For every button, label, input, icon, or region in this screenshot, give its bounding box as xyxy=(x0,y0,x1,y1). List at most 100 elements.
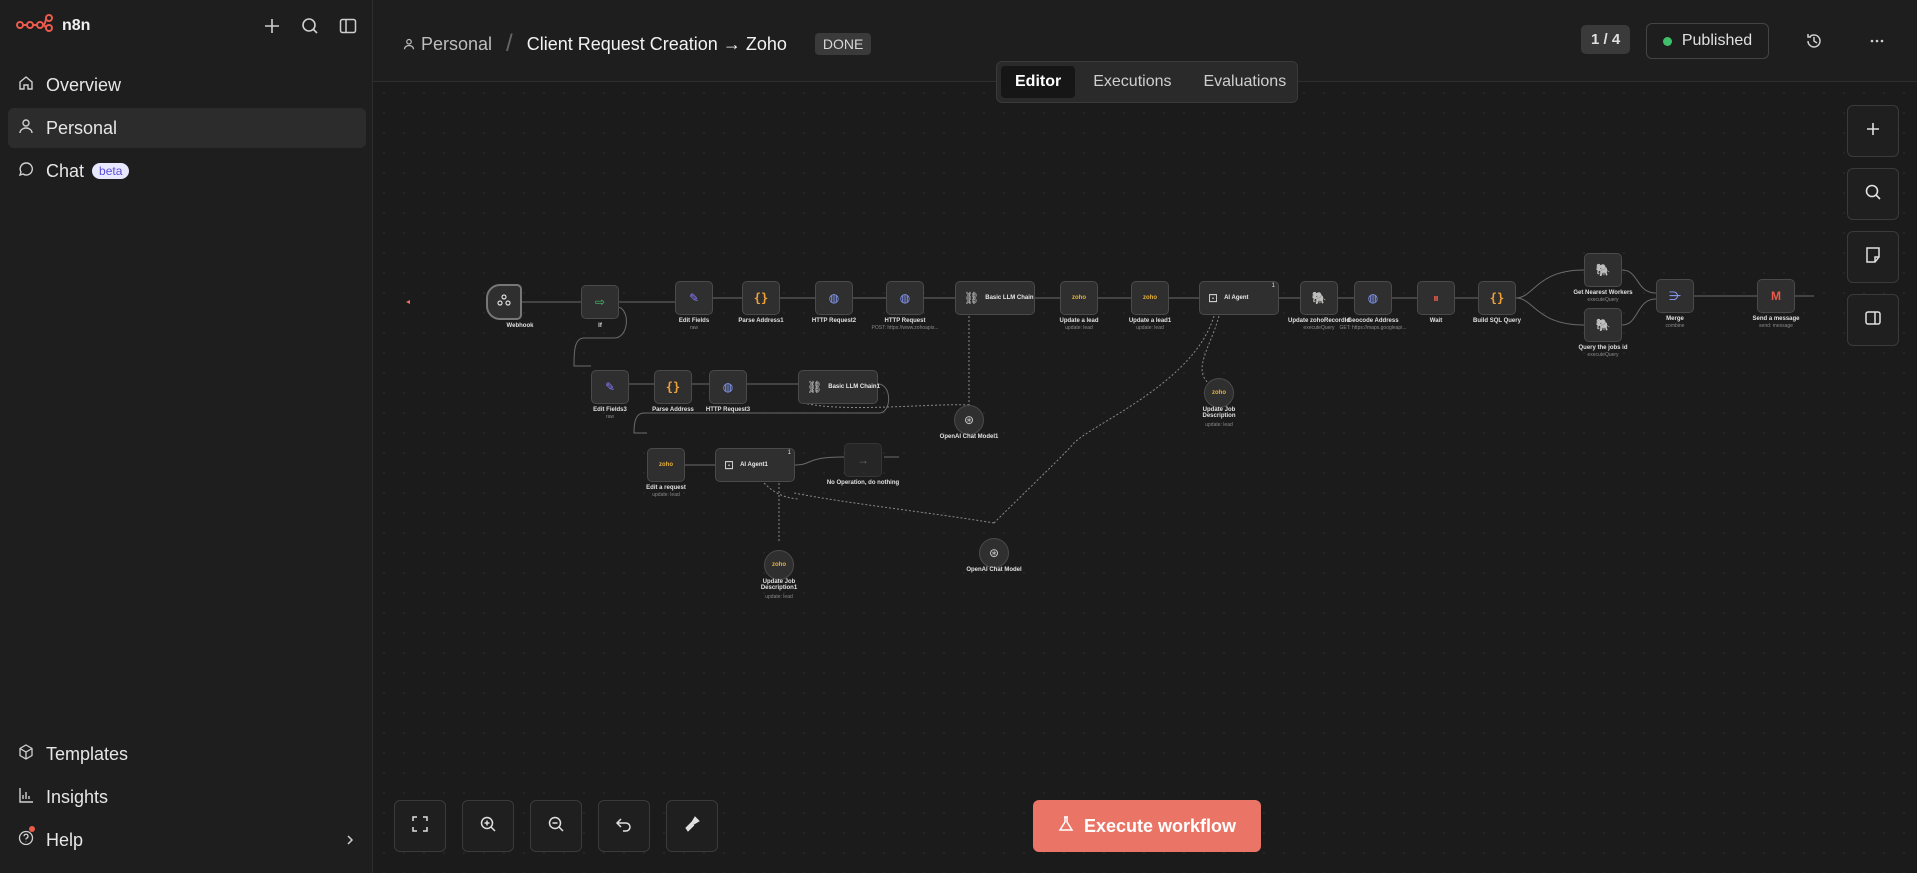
node-update-lead1-title: Update a lead1 xyxy=(1128,318,1172,324)
nav-insights[interactable]: Insights xyxy=(8,777,366,817)
node-if-title: If xyxy=(598,323,602,329)
node-ai-agent-title: AI Agent xyxy=(1224,295,1249,301)
breadcrumb-project-label: Personal xyxy=(421,33,493,54)
node-wait[interactable]: ⏸ xyxy=(1417,281,1455,315)
published-button[interactable]: Published xyxy=(1646,23,1769,59)
node-basic-llm-chain-title: Basic LLM Chain xyxy=(985,295,1034,301)
workflow-tag[interactable]: DONE xyxy=(814,33,872,55)
node-merge[interactable]: ⋺ xyxy=(1656,279,1694,313)
flask-icon xyxy=(1058,815,1074,837)
node-no-op[interactable]: → xyxy=(844,443,882,477)
node-update-lead1[interactable]: zoho xyxy=(1131,281,1169,315)
nav-chat[interactable]: Chat beta xyxy=(8,151,366,191)
sidebar: n8n Overview Personal Chat beta xyxy=(0,0,373,873)
node-send-message-title: Send a message xyxy=(1752,316,1800,322)
node-http-request-title: HTTP Request xyxy=(884,318,926,324)
node-update-job-desc[interactable]: zoho xyxy=(1204,378,1234,408)
node-http-request2[interactable]: ◍ xyxy=(815,281,853,315)
tab-executions[interactable]: Executions xyxy=(1093,73,1172,90)
plus-icon xyxy=(1864,120,1882,143)
add-icon[interactable] xyxy=(262,16,282,36)
node-parse-address-title: Parse Address xyxy=(652,407,694,413)
more-options-icon[interactable] xyxy=(1866,30,1888,52)
node-parse-address1[interactable]: {} xyxy=(742,281,780,315)
node-query-jobs[interactable]: 🐘 xyxy=(1584,308,1622,342)
tab-evaluations[interactable]: Evaluations xyxy=(1203,73,1287,90)
node-update-zoho-record[interactable]: 🐘 xyxy=(1300,281,1338,315)
zoho-icon: zoho xyxy=(659,462,673,468)
postgres-icon: 🐘 xyxy=(1311,291,1327,305)
node-http-request[interactable]: ◍ xyxy=(886,281,924,315)
brand[interactable]: n8n xyxy=(16,14,90,37)
node-update-lead-sub: update: lead xyxy=(1065,325,1093,331)
node-get-nearest[interactable]: 🐘 xyxy=(1584,253,1622,287)
nav-templates-label: Templates xyxy=(46,743,129,764)
insights-icon xyxy=(18,787,34,808)
node-get-nearest-sub: executeQuery xyxy=(1587,297,1619,303)
chat-icon xyxy=(18,161,34,182)
node-geocode[interactable]: ◍ xyxy=(1354,281,1392,315)
connections xyxy=(406,269,1814,543)
tab-editor[interactable]: Editor xyxy=(1001,66,1076,98)
node-http-request3[interactable]: ◍ xyxy=(709,370,747,404)
node-parse-address[interactable]: {} xyxy=(654,370,692,404)
node-openai-model1-title: OpenAI Chat Model1 xyxy=(939,434,999,440)
execute-workflow-button[interactable]: Execute workflow xyxy=(1033,800,1261,852)
sticky-note-button[interactable] xyxy=(1847,231,1899,283)
search-nodes-button[interactable] xyxy=(1847,168,1899,220)
zoom-out-button[interactable] xyxy=(530,800,582,852)
zoho-icon: zoho xyxy=(1212,390,1226,396)
openai-icon: ⊛ xyxy=(988,546,1000,560)
node-edit-request[interactable]: zoho xyxy=(647,448,685,482)
history-icon[interactable] xyxy=(1803,30,1825,52)
node-openai-model[interactable]: ⊛ xyxy=(979,538,1009,568)
node-openai-model1[interactable]: ⊛ xyxy=(954,405,984,435)
nav-templates[interactable]: Templates xyxy=(8,734,366,774)
workflow-canvas[interactable] xyxy=(374,83,1917,873)
node-geocode-sub: GET: https://maps.googleapi... xyxy=(1339,325,1407,331)
help-icon xyxy=(18,830,34,851)
node-ai-agent1-title: AI Agent1 xyxy=(740,462,768,468)
node-send-message-sub: send: message xyxy=(1759,323,1793,329)
fit-view-button[interactable] xyxy=(394,800,446,852)
link-icon: ⛓ xyxy=(964,291,980,305)
pencil-icon: ✎ xyxy=(604,380,616,394)
toggle-panel-button[interactable] xyxy=(1847,294,1899,346)
nav-overview[interactable]: Overview xyxy=(8,65,366,105)
node-send-message[interactable]: M xyxy=(1757,279,1795,313)
beta-badge: beta xyxy=(92,163,130,179)
zoom-in-button[interactable] xyxy=(462,800,514,852)
node-basic-llm-chain[interactable]: ⛓ Basic LLM Chain xyxy=(955,281,1035,315)
node-ai-agent1-count: 1 xyxy=(787,450,791,456)
breadcrumb-project[interactable]: Personal xyxy=(403,34,492,55)
tidy-up-button[interactable] xyxy=(666,800,718,852)
node-http-request3-title: HTTP Request3 xyxy=(705,407,751,413)
canvas-right-toolbar xyxy=(1847,105,1899,357)
arrow-right-icon: → xyxy=(857,453,869,467)
node-basic-llm-chain1[interactable]: ⛓Basic LLM Chain1 xyxy=(798,370,880,404)
zoho-icon: zoho xyxy=(1143,295,1157,301)
node-edit-fields-title: Edit Fields xyxy=(678,318,710,324)
node-webhook[interactable] xyxy=(486,284,522,320)
add-node-button[interactable] xyxy=(1847,105,1899,157)
nav-personal[interactable]: Personal xyxy=(8,108,366,148)
workflow-title[interactable]: Client Request Creation → Zoho xyxy=(526,33,787,54)
branch-icon: ⇨ xyxy=(594,295,606,309)
openai-icon: ⊛ xyxy=(963,413,975,427)
node-edit-fields3[interactable]: ✎ xyxy=(591,370,629,404)
undo-button[interactable] xyxy=(598,800,650,852)
collapse-sidebar-icon[interactable] xyxy=(338,16,358,36)
node-update-lead[interactable]: zoho xyxy=(1060,281,1098,315)
webhook-icon xyxy=(497,293,511,312)
node-update-lead1-sub: update: lead xyxy=(1136,325,1164,331)
nav-help[interactable]: Help xyxy=(8,820,366,860)
pencil-icon: ✎ xyxy=(688,291,700,305)
node-if[interactable]: ⇨ xyxy=(581,285,619,319)
node-merge-sub: combine xyxy=(1665,323,1685,329)
search-icon[interactable] xyxy=(300,16,320,36)
node-edit-fields[interactable]: ✎ xyxy=(675,281,713,315)
node-update-job-desc1[interactable]: zoho xyxy=(764,550,794,580)
node-build-sql[interactable]: {} xyxy=(1478,281,1516,315)
